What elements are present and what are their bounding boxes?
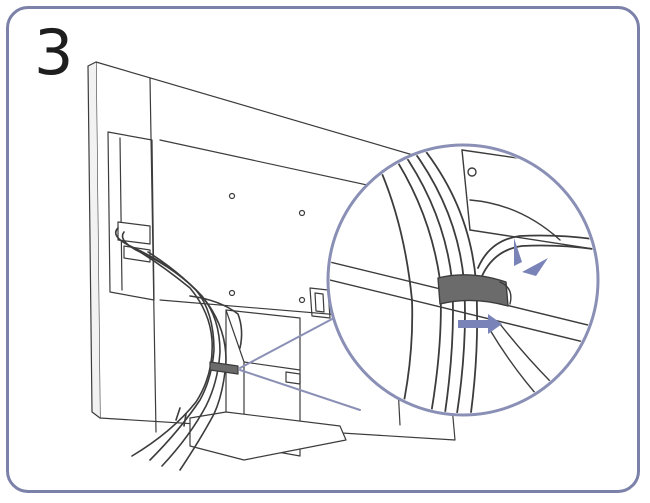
cable-management-illustration bbox=[0, 0, 650, 503]
